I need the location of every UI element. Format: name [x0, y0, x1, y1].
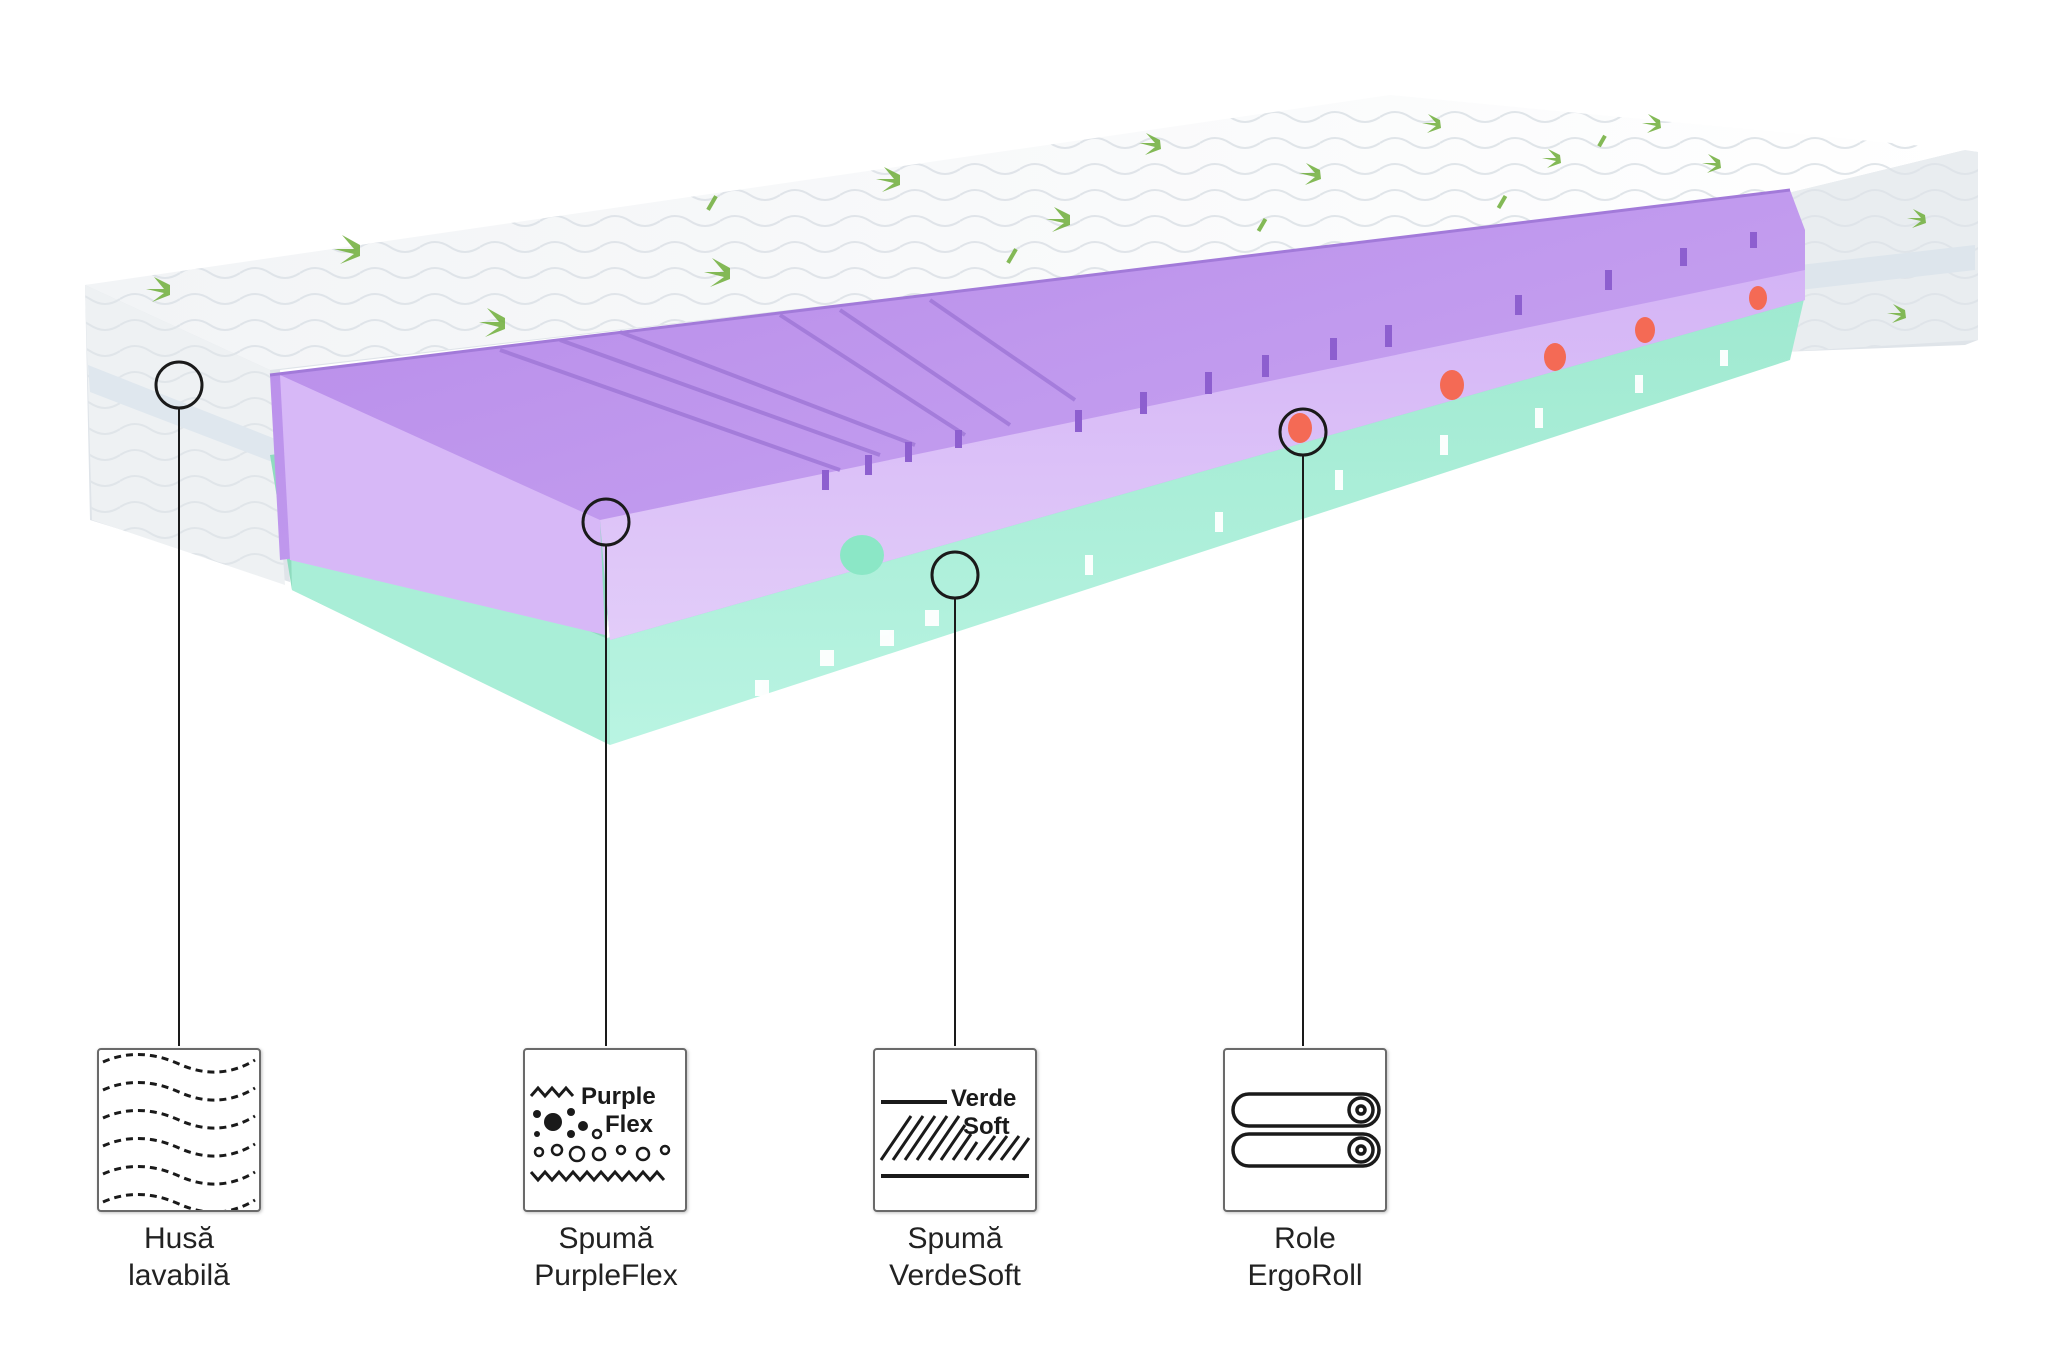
verdesoft-badge-top: Verde: [951, 1085, 1016, 1112]
role-ergoroll-caption: Role ErgoRoll: [1185, 1220, 1425, 1294]
wavy-dashed-lines-icon: [102, 1052, 256, 1210]
caption-line2: lavabilă: [128, 1259, 230, 1292]
rollers-icon: [1231, 1092, 1381, 1168]
caption-line2: PurpleFlex: [534, 1259, 678, 1292]
caption-line2: VerdeSoft: [889, 1259, 1021, 1292]
verdesoft-foam-icon: Verde Soft: [879, 1085, 1031, 1178]
callout-markers: [154, 360, 1328, 1046]
caption-line1: Spumă: [558, 1222, 654, 1255]
caption-line1: Role: [1274, 1222, 1336, 1255]
leaf-pattern: [146, 114, 1926, 337]
spuma-purpleflex-tile: Purple Flex: [523, 1048, 687, 1212]
ergoroll-dots: [1288, 286, 1767, 443]
role-ergoroll-tile: [1223, 1048, 1387, 1212]
purpleflex-badge-top: Purple: [581, 1083, 656, 1110]
spuma-verdesoft-tile: Verde Soft: [873, 1048, 1037, 1212]
caption-line1: Husă: [143, 1222, 215, 1255]
caption-line1: Spumă: [907, 1222, 1003, 1255]
purpleflex-foam-layer: [269, 188, 1805, 640]
spuma-purpleflex-caption: Spumă PurpleFlex: [486, 1220, 726, 1294]
husa-lavabila-tile: [97, 1048, 261, 1212]
caption-line2: ErgoRoll: [1247, 1259, 1363, 1292]
purpleflex-foam-icon: Purple Flex: [529, 1083, 671, 1183]
husa-lavabila-caption: Husă lavabilă: [59, 1220, 299, 1294]
mattress-cover: [85, 95, 1978, 585]
spuma-verdesoft-caption: Spumă VerdeSoft: [835, 1220, 1075, 1294]
purpleflex-badge-bottom: Flex: [605, 1111, 654, 1138]
